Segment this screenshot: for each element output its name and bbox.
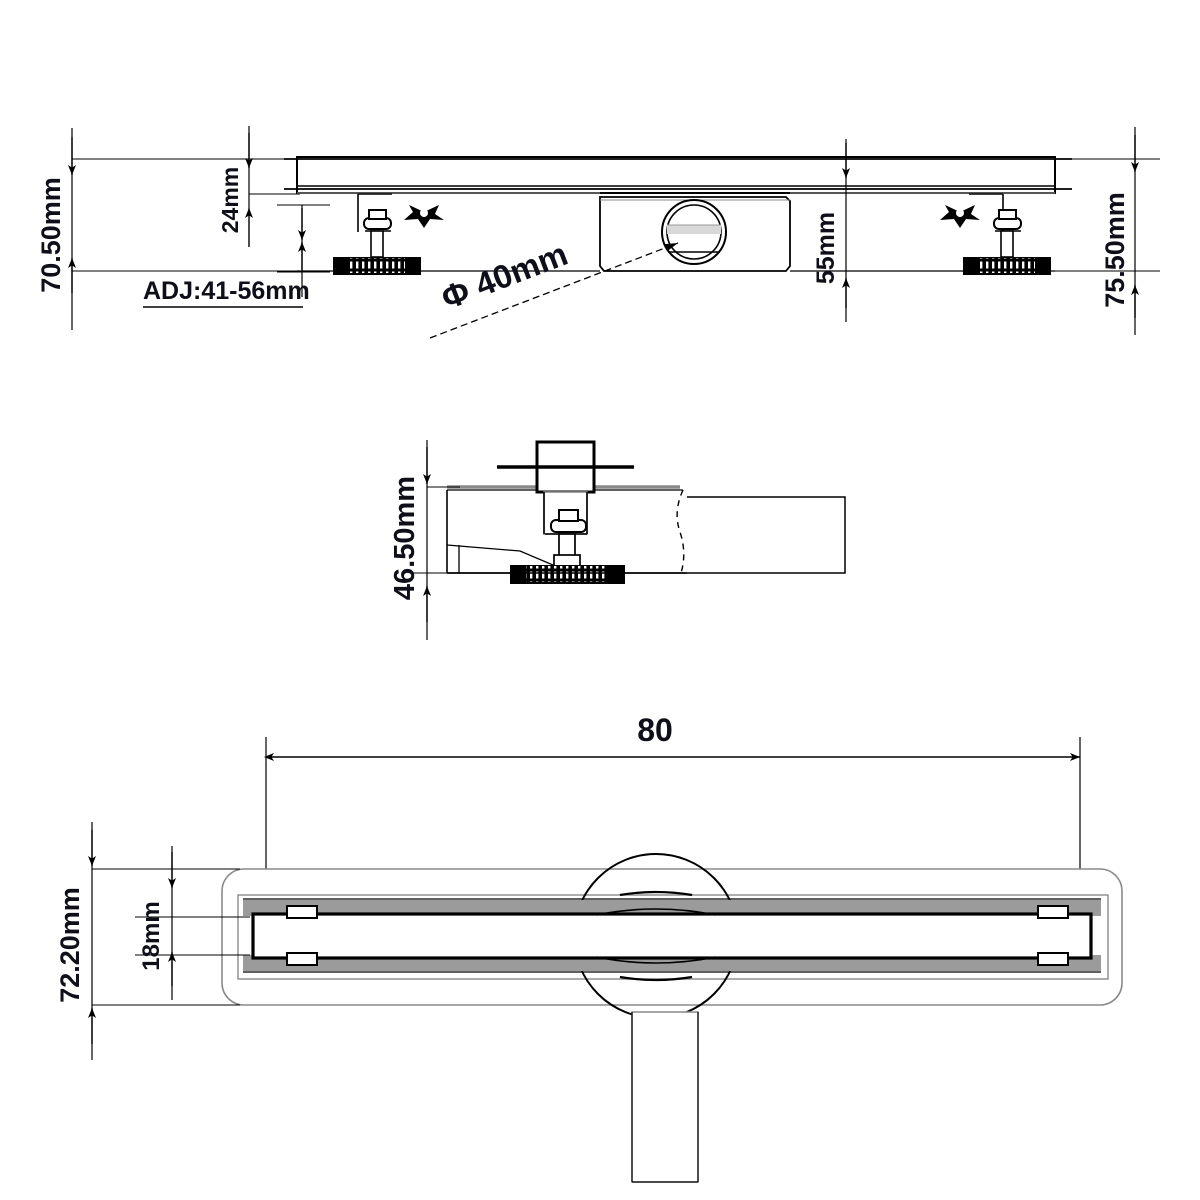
label-section-height: 46.50mm <box>389 476 421 600</box>
section-foot <box>447 565 687 584</box>
side-section-view: 46.50mm <box>389 440 846 640</box>
dimension-height-overall: 70.50mm <box>36 128 300 330</box>
dimension-grate-thickness: 24mm <box>217 126 300 247</box>
plan-hub-arcs <box>595 890 717 982</box>
plan-outlet-pipe <box>631 1011 699 1183</box>
dimension-height-right: 75.50mm <box>1055 127 1160 335</box>
label-grate-thickness: 24mm <box>217 167 243 233</box>
dimension-body-height: 55mm <box>800 139 880 322</box>
dimension-adjust-range: ADJ:41-56mm <box>143 204 330 308</box>
top-plan-view: 80 <box>55 712 1123 1183</box>
adjustable-leg-left <box>333 193 421 275</box>
bracket-clip-left <box>404 205 444 228</box>
dimension-section-height: 46.50mm <box>389 440 460 640</box>
label-length: 80 <box>637 712 673 748</box>
dimension-length: 80 <box>264 712 1081 880</box>
outlet-circle <box>661 199 727 265</box>
dimension-width-overall: 72.20mm <box>55 822 240 1060</box>
label-height-right: 75.50mm <box>1100 192 1130 308</box>
plan-grate-slot <box>243 898 1101 973</box>
plan-grate-tabs <box>286 905 1069 966</box>
section-outlet-pipe <box>676 489 846 574</box>
grate-cover <box>284 156 1072 194</box>
bracket-clip-right <box>940 205 980 228</box>
label-height-overall: 70.50mm <box>36 177 66 293</box>
adjustable-leg-right <box>963 193 1051 275</box>
dimension-slot-width: 18mm <box>135 846 250 1000</box>
label-body-height: 55mm <box>812 212 840 284</box>
label-adjust-range: ADJ:41-56mm <box>143 277 310 305</box>
label-width-overall: 72.20mm <box>55 887 85 1003</box>
label-slot-width: 18mm <box>138 901 165 970</box>
